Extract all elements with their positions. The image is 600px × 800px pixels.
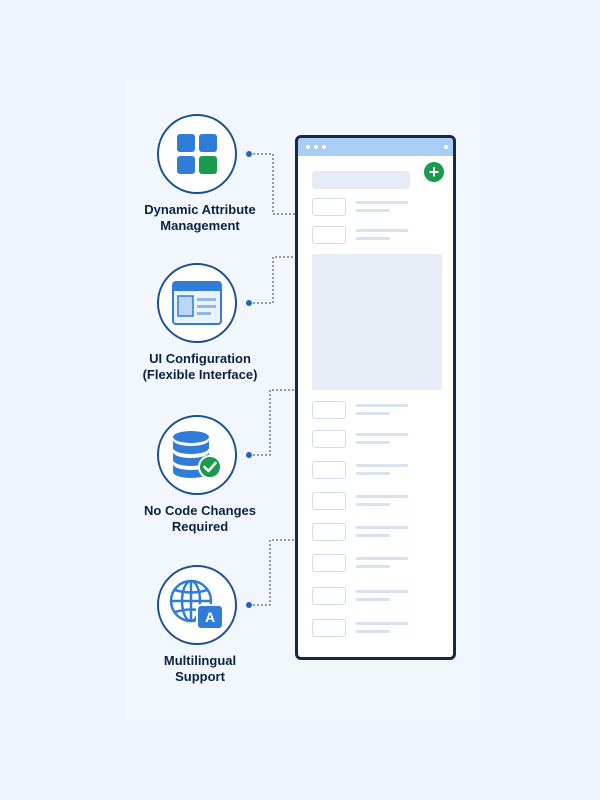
list-item-thumbnail xyxy=(312,523,346,541)
list-item-line xyxy=(356,441,390,444)
feature-label-line1: No Code Changes xyxy=(144,503,256,518)
app-mockup: + xyxy=(295,135,456,660)
list-item-thumbnail xyxy=(312,401,346,419)
window-layout-icon xyxy=(172,281,222,325)
list-item-thumbnail xyxy=(312,461,346,479)
list-item-thumbnail xyxy=(312,492,346,510)
mockup-title-bar xyxy=(298,138,453,156)
add-button[interactable]: + xyxy=(424,162,444,182)
svg-text:A: A xyxy=(205,609,215,625)
list-item[interactable] xyxy=(312,587,442,605)
feature-label: UI Configuration (Flexible Interface) xyxy=(120,351,280,383)
list-item-line xyxy=(356,590,408,593)
list-item[interactable] xyxy=(312,554,442,572)
globe-translate-icon: A xyxy=(169,579,224,630)
list-item[interactable] xyxy=(312,430,442,448)
window-dot xyxy=(306,145,310,149)
list-item-line xyxy=(356,472,390,475)
feature-circle: A xyxy=(157,565,237,645)
list-item-thumbnail xyxy=(312,554,346,572)
feature-circle xyxy=(157,263,237,343)
feature-label: No Code Changes Required xyxy=(120,503,280,535)
list-item-thumbnail xyxy=(312,226,346,244)
list-item[interactable] xyxy=(312,619,442,637)
feature-label: Multilingual Support xyxy=(120,653,280,685)
list-item[interactable] xyxy=(312,492,442,510)
list-item-line xyxy=(356,534,390,537)
list-item-line xyxy=(356,526,408,529)
list-item[interactable] xyxy=(312,198,442,216)
list-item-thumbnail xyxy=(312,430,346,448)
list-item-line xyxy=(356,565,390,568)
list-item-line xyxy=(356,433,408,436)
window-dot xyxy=(314,145,318,149)
feature-label-line2: (Flexible Interface) xyxy=(142,367,258,382)
grid-icon xyxy=(177,134,217,174)
list-item-line xyxy=(356,630,390,633)
database-check-icon xyxy=(173,431,222,479)
feature-label-line2: Required xyxy=(171,519,229,534)
list-item[interactable] xyxy=(312,226,442,244)
list-item-line xyxy=(356,201,408,204)
list-item-line xyxy=(356,412,390,415)
feature-circle xyxy=(157,415,237,495)
list-item-line xyxy=(356,464,408,467)
window-dot xyxy=(444,145,448,149)
feature-label-line2: Support xyxy=(175,669,225,684)
feature-label-line1: Dynamic Attribute xyxy=(144,202,256,217)
list-item-line xyxy=(356,209,390,212)
list-item-thumbnail xyxy=(312,198,346,216)
list-item[interactable] xyxy=(312,461,442,479)
list-item-line xyxy=(356,495,408,498)
list-item-line xyxy=(356,598,390,601)
list-item[interactable] xyxy=(312,523,442,541)
window-dot xyxy=(322,145,326,149)
list-item-thumbnail xyxy=(312,619,346,637)
list-item-line xyxy=(356,229,408,232)
list-item-line xyxy=(356,503,390,506)
content-panel xyxy=(312,254,442,390)
list-item-line xyxy=(356,237,390,240)
list-item[interactable] xyxy=(312,401,442,419)
feature-label-line2: Management xyxy=(160,218,240,233)
feature-label: Dynamic Attribute Management xyxy=(120,202,280,234)
list-item-thumbnail xyxy=(312,587,346,605)
feature-label-line1: UI Configuration xyxy=(149,351,251,366)
feature-circle xyxy=(157,114,237,194)
search-bar[interactable] xyxy=(312,171,410,189)
list-item-line xyxy=(356,404,408,407)
list-item-line xyxy=(356,557,408,560)
list-item-line xyxy=(356,622,408,625)
feature-label-line1: Multilingual xyxy=(163,653,237,668)
